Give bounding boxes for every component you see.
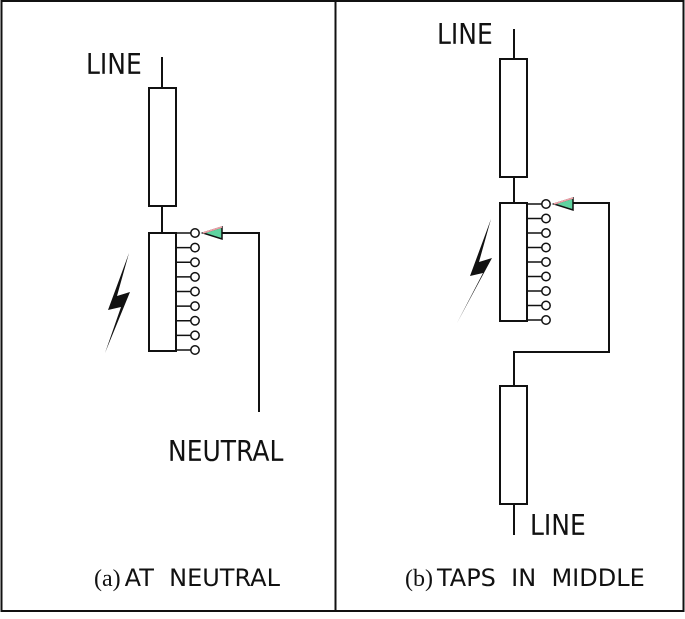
panel-b-caption-prefix: (b) [405, 566, 433, 592]
panel-b-circuit [499, 29, 610, 535]
panel-b-tap-selector-arrow [551, 196, 574, 212]
panel-a-caption-prefix: (a) [94, 566, 121, 592]
panel-b-tap-selector-accent [553, 197, 574, 205]
panel-a-tap-terminal [190, 228, 200, 238]
panel-b-tap-terminal [541, 257, 551, 267]
panel-a-line-label: LINE [86, 47, 142, 82]
panel-a-neutral-label: NEUTRAL [168, 434, 284, 469]
panel-a-tap-terminal [190, 271, 200, 282]
panel-a-tap-selector-accent [202, 226, 223, 234]
panel-b-tap-terminal [541, 199, 551, 209]
panel-b-tap-terminal [541, 271, 551, 282]
panel-b-regulating-winding [499, 202, 528, 322]
panel-a-circuit [148, 57, 260, 412]
panel-b-tap-terminal [541, 286, 551, 296]
panel-a-tap-terminal [190, 242, 200, 253]
panel-a-series-winding [148, 87, 177, 207]
panel-b-surge-bolt [457, 219, 492, 323]
panel-a-tap-terminal [190, 286, 200, 297]
panel-b-tap-terminal [541, 300, 551, 311]
panel-a-surge-bolt [105, 253, 130, 353]
panel-a-caption-text: AT NEUTRAL [124, 564, 280, 592]
panel-a-neutral-lead [218, 232, 260, 412]
panel-b-line-bottom-label: LINE [530, 508, 586, 543]
panel-b-tap-terminal [541, 242, 551, 253]
panel-a-tap-terminal [190, 330, 200, 341]
panel-a-caption: (a) AT NEUTRAL [94, 566, 280, 591]
panel-b-line-top-label: LINE [437, 17, 493, 52]
panel-b-tap-terminal [541, 213, 551, 224]
panel-a-tap-terminal [190, 345, 200, 355]
panel-a-tap-terminal [190, 315, 200, 326]
panel-a-tap-group [176, 228, 200, 355]
panel-b-caption-text: TAPS IN MIDDLE [436, 564, 645, 592]
panel-a-border [0, 0, 337, 612]
panel-b-border [334, 0, 685, 612]
panel-a-tap-terminal [190, 301, 200, 312]
panel-b-tap-terminal [541, 315, 551, 325]
panel-b-return-lead [513, 202, 610, 386]
panel-b-series-winding-top [499, 58, 528, 178]
panel-b-tap-group [527, 199, 551, 325]
panel-b-caption: (b) TAPS IN MIDDLE [405, 566, 645, 591]
panel-a-regulating-winding [148, 232, 177, 352]
panel-b-series-winding-bottom [499, 385, 528, 505]
panel-a-tap-terminal [190, 257, 200, 268]
panel-a-tap-selector-arrow [200, 225, 223, 241]
panel-b-tap-terminal [541, 228, 551, 238]
